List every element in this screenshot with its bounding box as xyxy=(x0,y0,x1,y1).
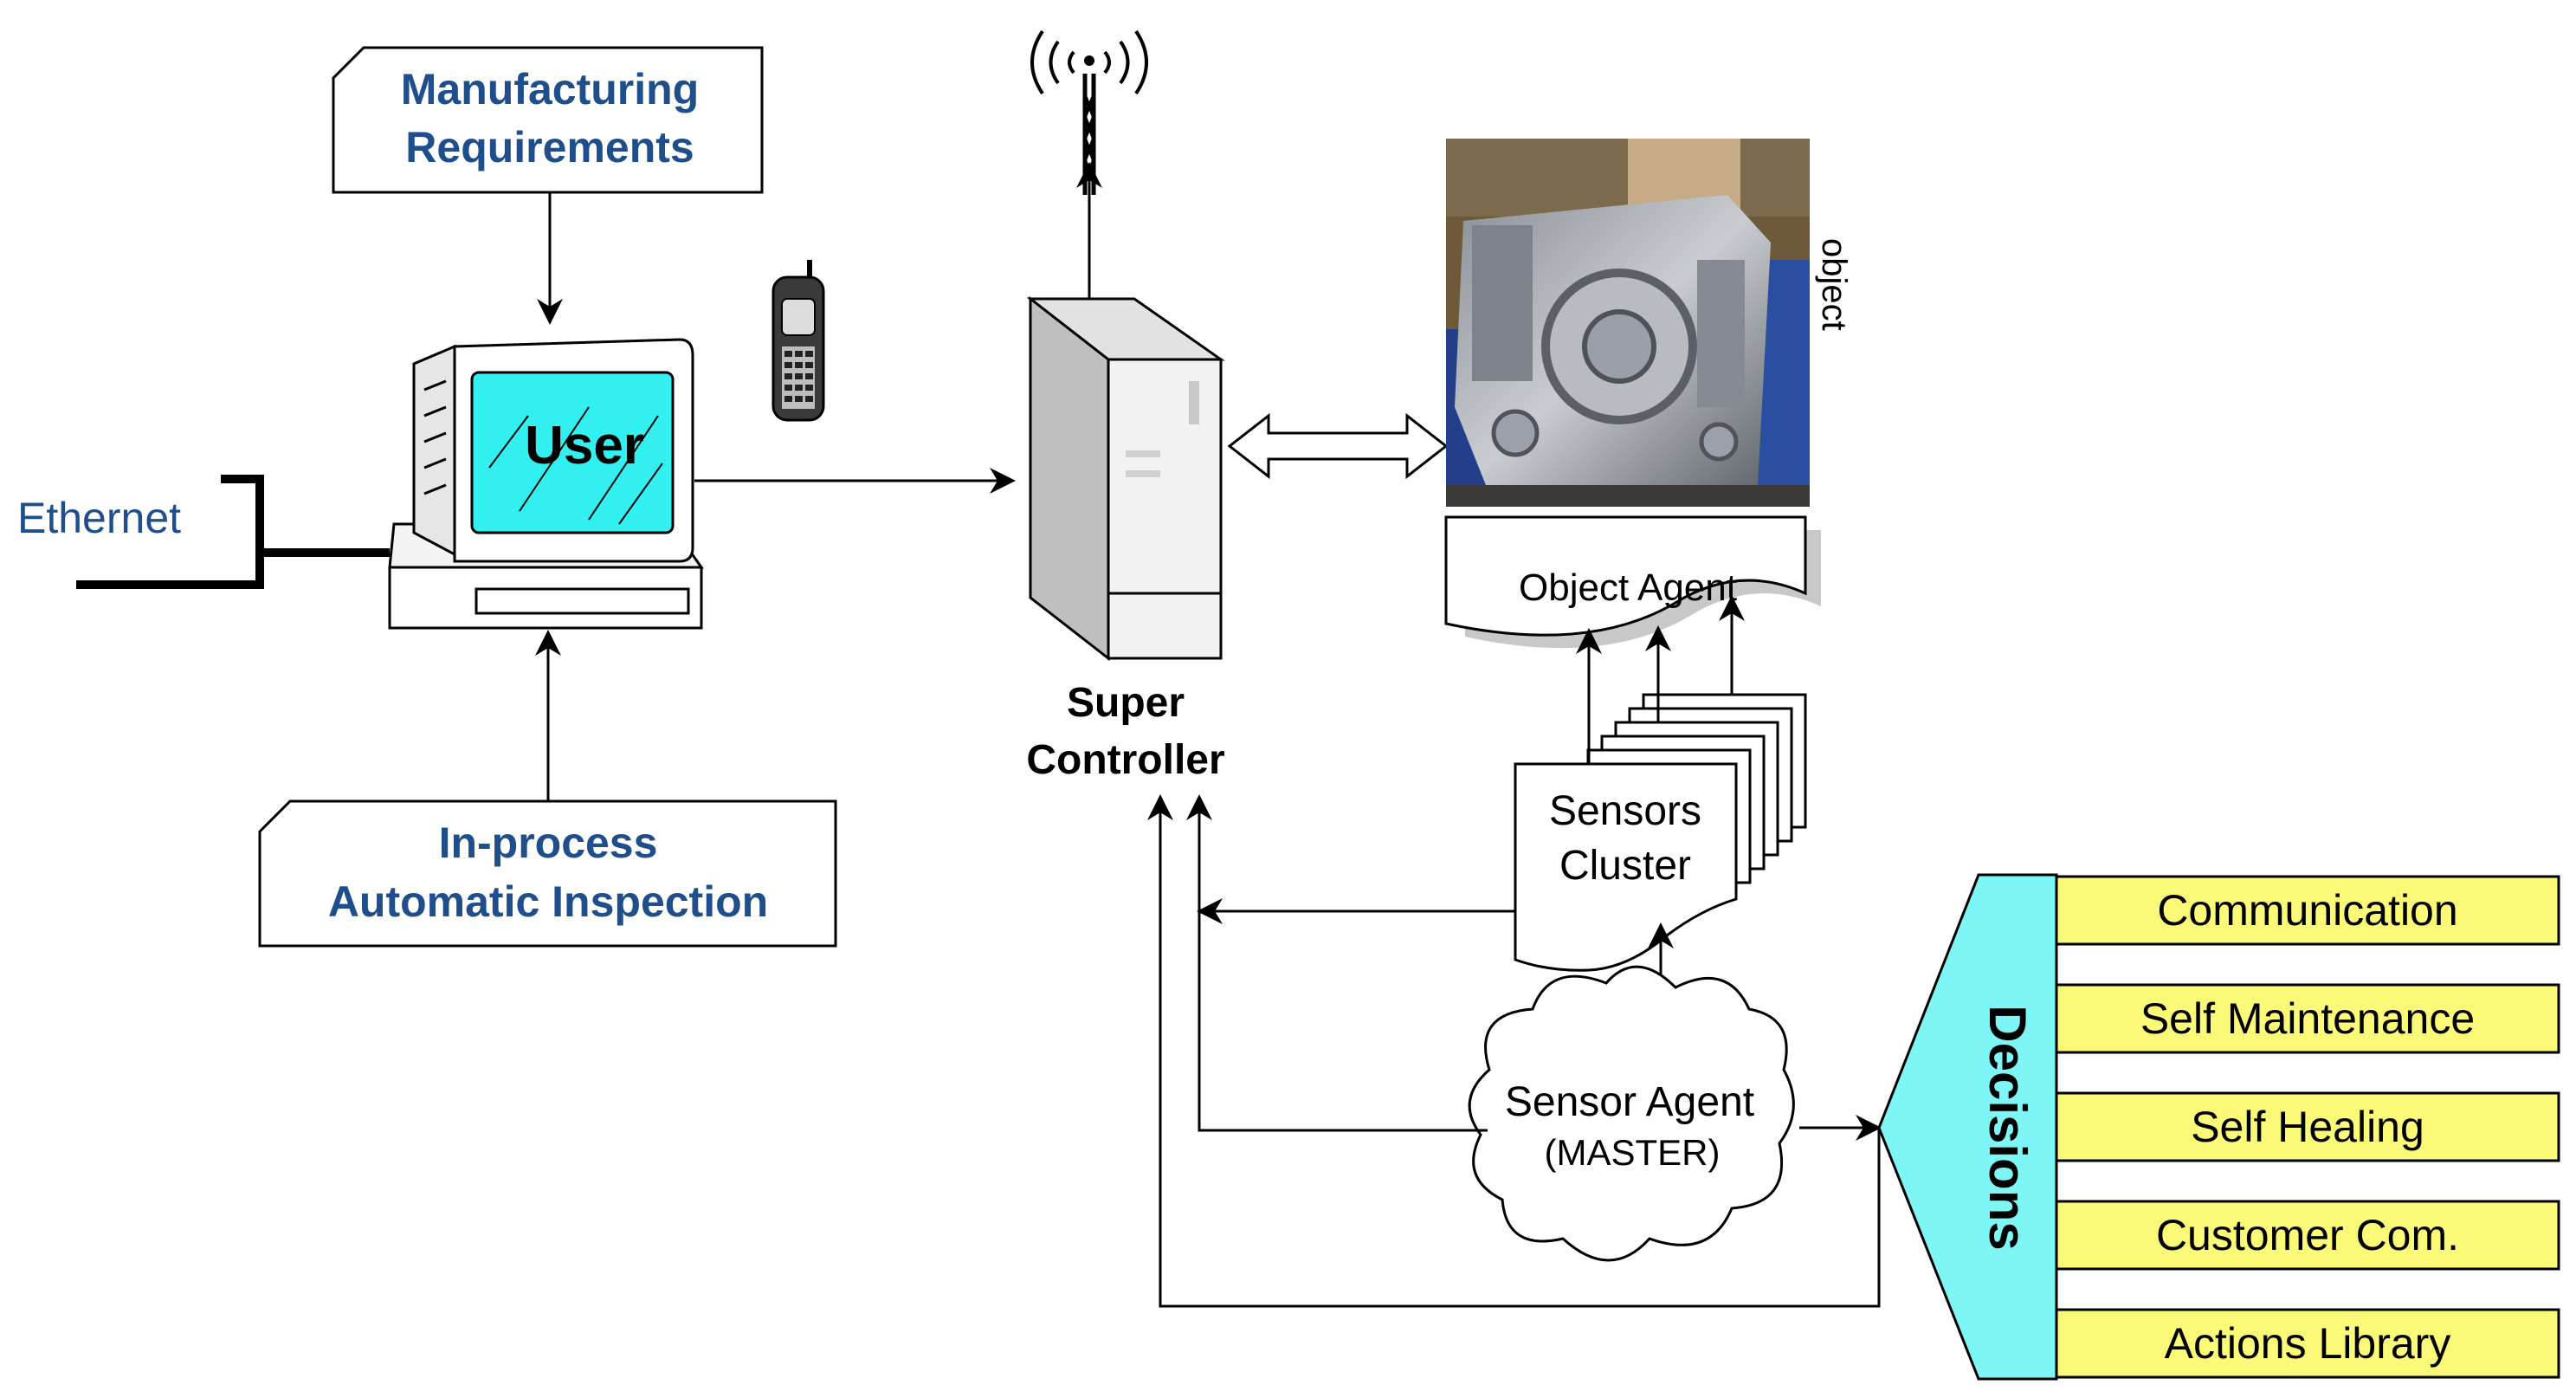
bidirectional-arrow-controller-object xyxy=(1227,412,1449,480)
user-computer: User xyxy=(388,338,704,630)
object-engine-photo xyxy=(1446,139,1810,507)
user-screen xyxy=(470,371,675,534)
decision-item-label: Communication xyxy=(2157,886,2457,935)
decision-item-box xyxy=(2055,1200,2560,1271)
object-label: object xyxy=(1815,238,1853,331)
super-controller-label-line1: Super xyxy=(1067,680,1185,726)
sensor-agent-cloud: Sensor Agent (MASTER) xyxy=(1468,965,1795,1262)
ethernet-cable xyxy=(76,475,264,589)
sensors-cluster-label-line1: Sensors xyxy=(1549,788,1701,834)
super-controller-label-line2: Controller xyxy=(1026,737,1224,783)
sensor-agent-label-line1: Sensor Agent xyxy=(1505,1079,1754,1125)
inprocess-inspection-box: In-process Automatic Inspection xyxy=(258,799,837,948)
decision-item-label: Self Healing xyxy=(2191,1103,2424,1151)
decision-item-box xyxy=(2055,875,2560,946)
object-agent-label: Object Agent xyxy=(1519,566,1737,609)
decision-item: Communication xyxy=(2055,875,2560,946)
decision-item-label: Self Maintenance xyxy=(2140,994,2475,1043)
decision-item-box xyxy=(2055,1091,2560,1162)
decisions-block: Decisions xyxy=(1877,873,2058,1381)
decision-item-label: Actions Library xyxy=(2165,1319,2451,1368)
sensors-cluster: Sensors Cluster xyxy=(1514,693,1807,972)
manufacturing-requirements-box: Manufacturing Requirements xyxy=(332,46,764,194)
inprocess-label-line2: Automatic Inspection xyxy=(328,877,768,926)
decision-item-label: Customer Com. xyxy=(2156,1211,2459,1259)
sensors-cluster-label-line2: Cluster xyxy=(1559,843,1691,889)
decisions-label: Decisions xyxy=(1979,1005,2037,1250)
manufacturing-label-line1: Manufacturing xyxy=(401,65,699,113)
object-agent-document: Object Agent xyxy=(1444,515,1821,649)
decision-item: Self Maintenance xyxy=(2055,983,2560,1054)
feedback-decisions-to-controller xyxy=(1147,794,1881,1308)
sensor-agent-label-line2: (MASTER) xyxy=(1545,1132,1721,1173)
decision-item: Self Healing xyxy=(2055,1091,2560,1162)
super-controller-server: Super Controller xyxy=(1026,295,1225,783)
user-label: User xyxy=(525,416,644,476)
decision-item: Actions Library xyxy=(2055,1308,2560,1379)
mobile-phone-icon xyxy=(772,260,825,422)
manufacturing-label-line2: Requirements xyxy=(405,123,694,172)
inprocess-label-line1: In-process xyxy=(439,819,658,867)
decision-item-box xyxy=(2055,983,2560,1054)
decision-item-box xyxy=(2055,1308,2560,1379)
ethernet-label: Ethernet xyxy=(17,494,181,542)
feedback-agent-to-controller xyxy=(1186,794,1488,1132)
decision-item: Customer Com. xyxy=(2055,1200,2560,1271)
